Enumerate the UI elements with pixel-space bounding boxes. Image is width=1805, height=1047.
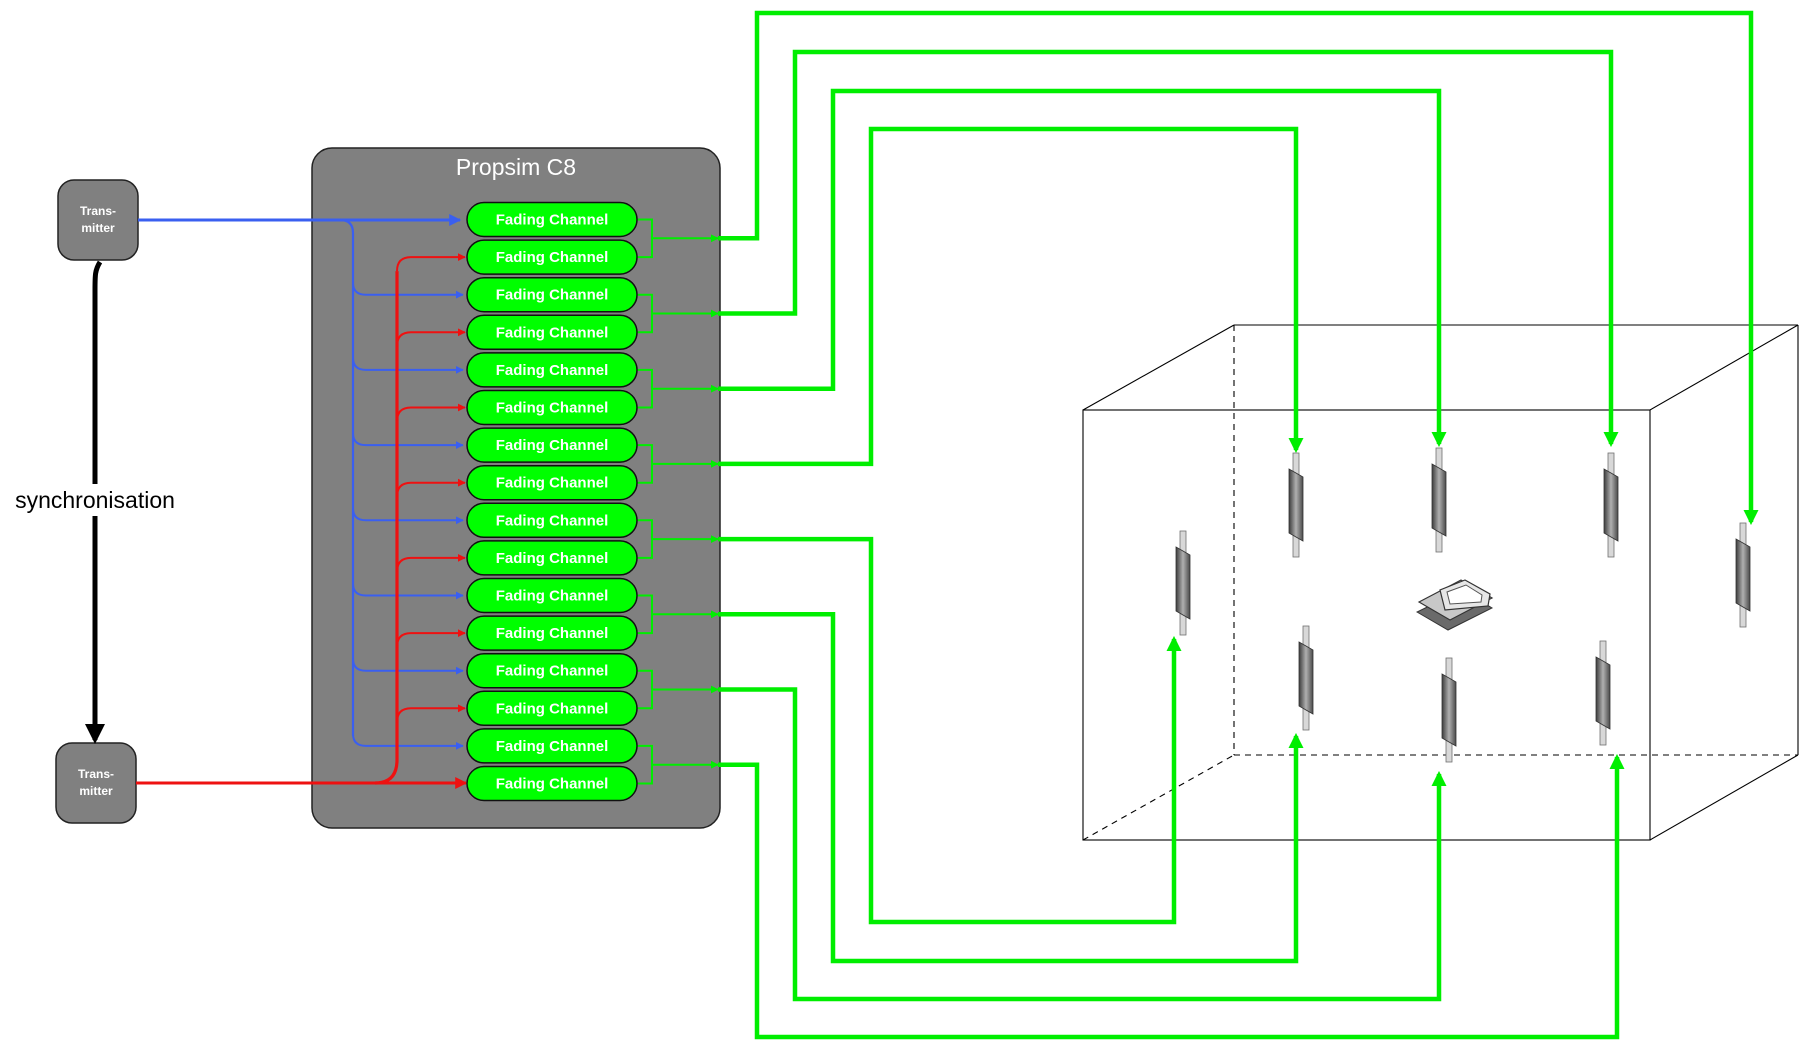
tx2-branch — [396, 328, 466, 347]
fading-channel-label: Fading Channel — [496, 324, 609, 341]
svg-text:Trans-: Trans- — [80, 204, 116, 218]
fading-channel-label: Fading Channel — [496, 512, 609, 529]
fading-channel-label: Fading Channel — [496, 212, 609, 229]
fading-channel: Fading Channel — [466, 464, 638, 501]
cube-hidden-edge — [1082, 754, 1235, 841]
feed-line-top-1 — [718, 10, 1759, 526]
tx1-branch — [352, 357, 464, 374]
antenna-icon — [1441, 657, 1457, 763]
fading-channel-label: Fading Channel — [496, 738, 609, 755]
fading-channel-label: Fading Channel — [496, 362, 609, 379]
tx1-branch — [352, 508, 464, 525]
tx2-branch — [396, 403, 466, 422]
sync-label: synchronisation — [15, 487, 175, 513]
chamber-feed-lines — [718, 10, 1759, 1040]
antenna-icon — [1175, 530, 1191, 636]
antenna-icon — [1298, 625, 1314, 731]
svg-text:mitter: mitter — [79, 784, 113, 798]
tx1-branch — [352, 733, 464, 750]
antenna-icon — [1288, 452, 1304, 558]
tx1-bus — [339, 218, 355, 736]
fading-channel: Fading Channel — [466, 276, 638, 313]
cube-edge — [1649, 754, 1799, 841]
feed-line-top-4 — [718, 126, 1304, 467]
cube-edge — [1082, 324, 1235, 411]
signal-routing — [136, 214, 719, 789]
fading-channel: Fading Channel — [466, 389, 638, 426]
fading-channel-label: Fading Channel — [496, 249, 609, 266]
transmitter-1: Trans- mitter — [57, 179, 139, 261]
feed-line-bottom-2 — [718, 612, 1304, 964]
tx1-branch — [352, 583, 464, 600]
fading-channel: Fading Channel — [466, 652, 638, 689]
fading-channel-label: Fading Channel — [496, 287, 609, 304]
tx2-branch — [396, 478, 466, 497]
antenna-icon — [1595, 640, 1611, 746]
transmitter-2: Trans- mitter — [55, 742, 137, 824]
tx1-branch — [352, 282, 464, 299]
feed-line-bottom-1 — [718, 536, 1182, 925]
anechoic-chamber-cube — [1082, 324, 1799, 841]
fading-channel-label: Fading Channel — [496, 400, 609, 417]
fading-channel: Fading Channel — [466, 765, 638, 802]
feed-line-bottom-3 — [718, 687, 1447, 1002]
fading-channel: Fading Channel — [466, 615, 638, 651]
antenna-icon — [1603, 452, 1619, 558]
tx2-branch — [396, 704, 466, 723]
feed-line-top-3 — [718, 88, 1447, 448]
antenna-icon — [1735, 522, 1751, 628]
fading-channel: Fading Channel — [466, 728, 638, 764]
fading-channel-label: Fading Channel — [496, 437, 609, 454]
tx1-branch — [352, 658, 464, 675]
antenna-icon — [1431, 447, 1447, 553]
cube-front-face — [1082, 409, 1651, 841]
fading-channel-label: Fading Channel — [496, 588, 609, 605]
mobile-device-icon — [1415, 579, 1494, 631]
fading-channel: Fading Channel — [466, 540, 638, 576]
fading-channel-label: Fading Channel — [496, 663, 609, 680]
fading-channel-label: Fading Channel — [496, 776, 609, 793]
fading-channel-label: Fading Channel — [496, 475, 609, 492]
svg-text:Trans-: Trans- — [78, 767, 114, 781]
fading-channel: Fading Channel — [466, 352, 638, 388]
cube-edge — [1649, 324, 1799, 411]
tx2-branch — [396, 553, 466, 572]
svg-text:mitter: mitter — [81, 221, 115, 235]
fading-channel: Fading Channel — [466, 690, 638, 727]
fading-channel: Fading Channel — [466, 427, 638, 463]
emulator-title: Propsim C8 — [456, 154, 576, 180]
tx2-bus — [374, 271, 399, 785]
fading-channel-label: Fading Channel — [496, 700, 609, 717]
fading-channel-label: Fading Channel — [496, 550, 609, 567]
tx2-branch — [396, 253, 466, 272]
tx2-branch — [396, 629, 466, 648]
fading-channel-label: Fading Channel — [496, 625, 609, 642]
sync-arrow — [85, 260, 105, 744]
fading-channel: Fading Channel — [466, 201, 638, 238]
feed-line-top-2 — [718, 49, 1619, 448]
feed-line-bottom-4 — [718, 753, 1625, 1040]
fading-channel: Fading Channel — [466, 239, 638, 275]
tx1-branch — [352, 433, 464, 450]
fading-channel: Fading Channel — [466, 314, 638, 351]
fading-channel: Fading Channel — [466, 577, 638, 614]
fading-channel: Fading Channel — [466, 502, 638, 539]
